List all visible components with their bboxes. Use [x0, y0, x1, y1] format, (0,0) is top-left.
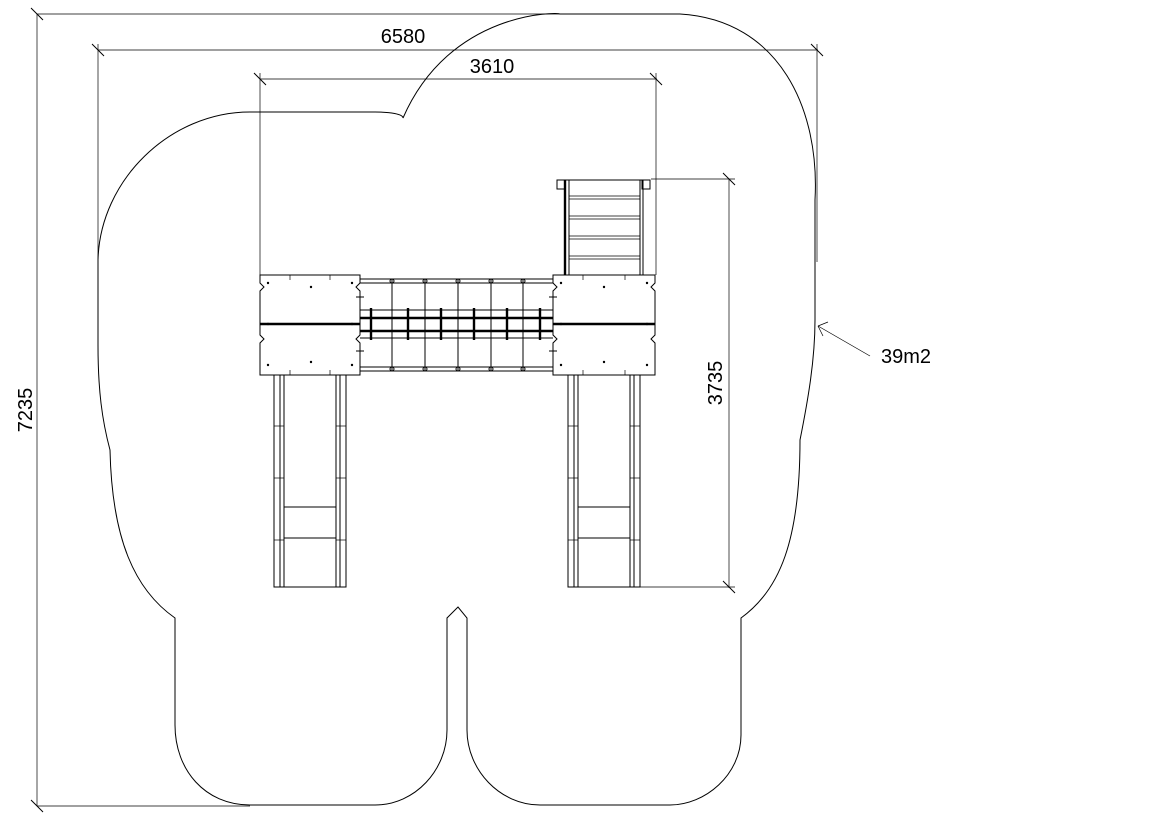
- left-slide: [273, 374, 347, 588]
- dimension-inner-width: 3610: [253, 56, 663, 275]
- overall-height-label: 7235: [15, 388, 37, 433]
- inner-width-label: 3610: [470, 56, 515, 78]
- safety-zone-outline: [97, 12, 816, 806]
- area-callout: 39m2: [817, 321, 931, 368]
- playground-equipment: [259, 179, 656, 588]
- dimension-overall-width: 6580: [91, 26, 824, 262]
- overall-width-label: 6580: [381, 26, 426, 48]
- climbing-ladder: [556, 179, 651, 275]
- dimension-overall-height: 7235: [15, 7, 560, 813]
- right-platform: [552, 274, 656, 376]
- equipment-depth-label: 3735: [705, 361, 727, 406]
- dimension-equipment-depth: 3735: [640, 172, 736, 594]
- right-slide: [567, 374, 641, 588]
- area-label: 39m2: [881, 346, 931, 368]
- rope-bridge: [356, 278, 557, 372]
- bridge-slats: [369, 308, 542, 340]
- bridge-posts: [389, 278, 526, 372]
- left-platform: [259, 274, 361, 376]
